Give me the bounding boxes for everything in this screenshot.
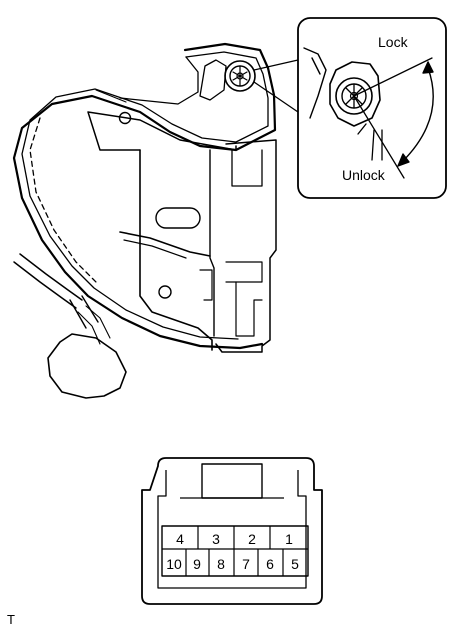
connector-face [141,457,323,605]
pin-label-7: 7 [242,556,250,572]
callout-housing-arc [303,47,327,119]
motor-on-housing [224,60,256,92]
callout-frame [297,17,447,199]
connector-boot-stem [69,295,99,329]
main-plate-body [139,149,213,351]
unlock-label: Unlock [342,167,386,183]
connector-pin-grid [162,526,308,576]
callout-leaders [253,59,299,113]
pin-label-2: 2 [248,531,256,547]
pin-label-1: 1 [285,531,293,547]
unlock-position-line [353,95,405,179]
pin-label-6: 6 [266,556,274,572]
side-casing-notch [199,269,213,301]
side-casing-slot [225,261,263,283]
pin-label-8: 8 [217,556,225,572]
pin-label-5: 5 [291,556,299,572]
side-casing-lower [235,281,263,337]
mounting-hole-upper [118,111,132,125]
connector-boot [47,333,127,399]
cable [13,261,77,309]
corner-mark: T [7,612,15,627]
connector-pin-area [161,525,309,577]
callout-motor [329,61,381,127]
top-strap-edge [95,89,127,103]
lower-arm [119,231,211,257]
rotation-arrow-top [422,61,434,74]
connector-inner-shell [157,470,307,589]
pin-label-10: 10 [166,556,182,572]
top-strap [119,56,199,105]
housing-dashed-rim [29,117,99,285]
connector-outer-shell [141,457,323,605]
callout-lower-pins [357,123,383,161]
connector-latch [201,463,263,499]
rotation-arrow-bottom [397,153,410,167]
pin-label-9: 9 [193,556,201,572]
cable-inner [19,253,83,301]
lower-arm-inner [123,239,187,259]
plate-vertical-edge [209,149,215,337]
side-casing [215,139,277,353]
callout-detail [297,17,447,199]
mounting-slot [155,207,201,229]
mounting-hole-lower [158,285,172,299]
side-casing-panel [231,149,263,187]
lever-link [199,59,227,101]
rotation-arc [401,67,434,163]
lock-assembly [12,42,277,399]
housing-outer-outline [12,42,277,350]
pin-label-3: 3 [212,531,220,547]
housing-inner-outline [21,51,269,340]
main-plate [87,111,237,151]
pin-label-4: 4 [176,531,184,547]
lock-label: Lock [378,34,409,50]
lock-position-line [353,57,433,97]
